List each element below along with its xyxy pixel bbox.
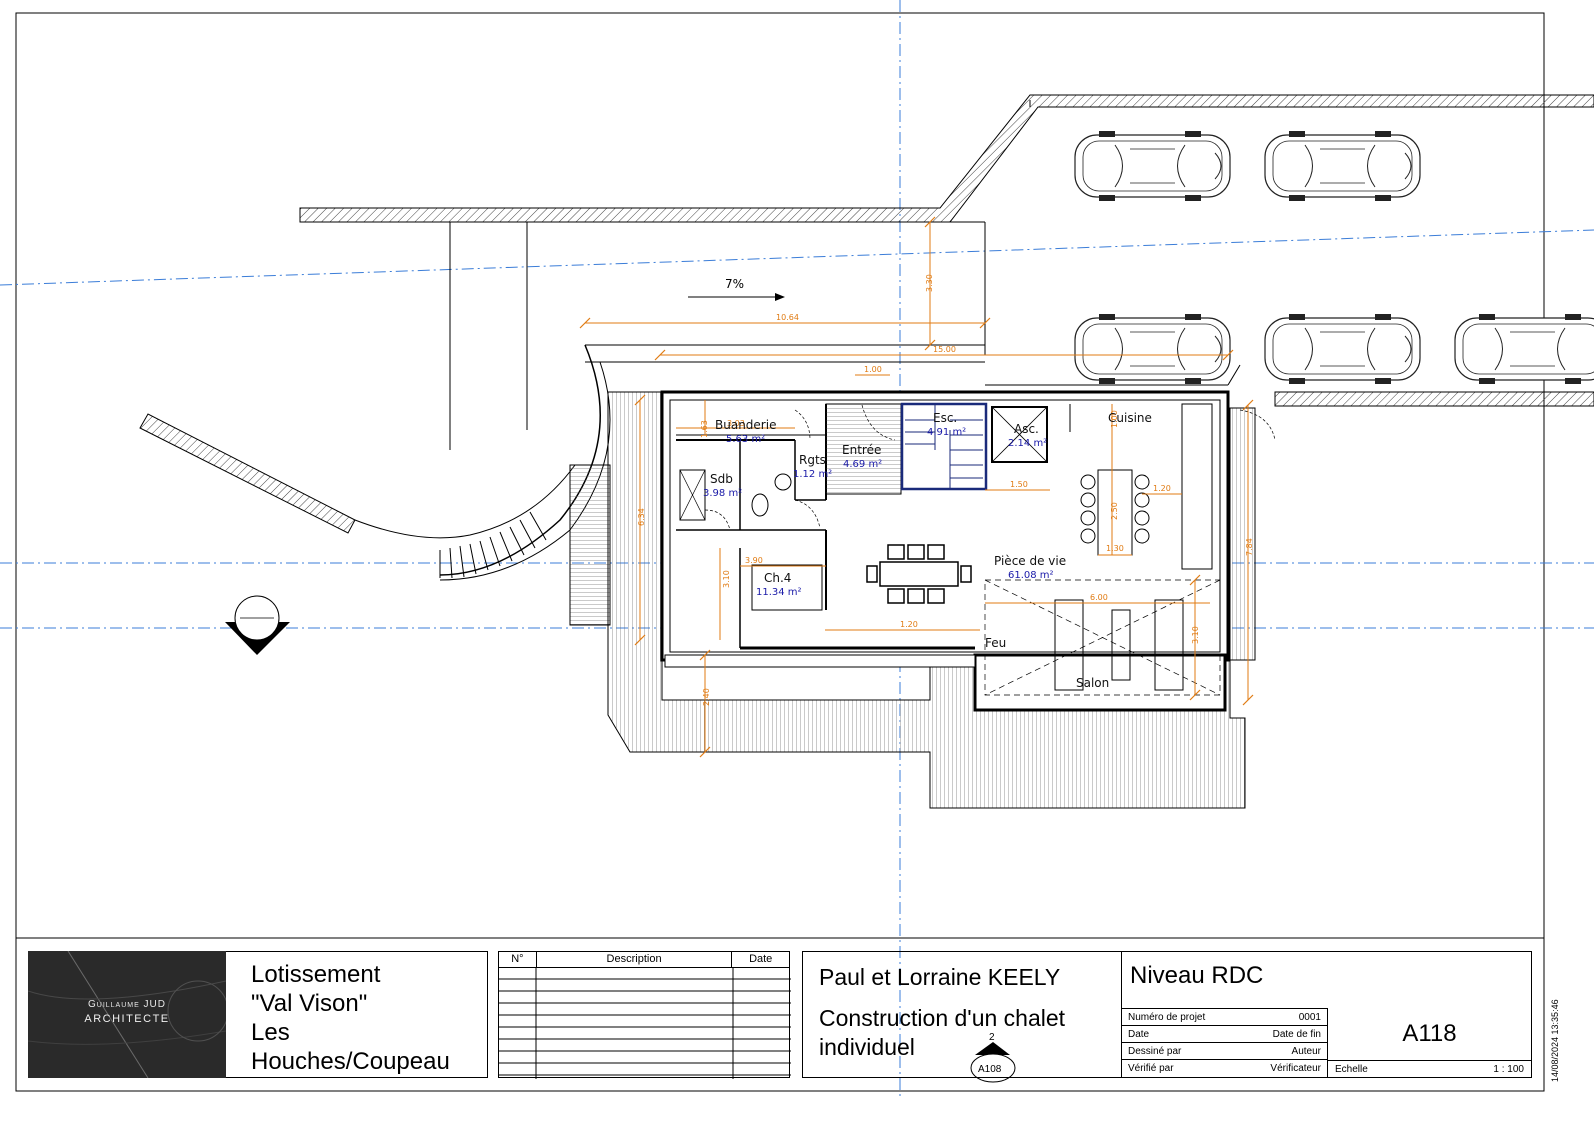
revision-table: N° Description Date [498, 951, 791, 1079]
dim-label: 1.30 [1106, 544, 1124, 553]
sheet-fields: Numéro de projet 0001 Date Date de fin Des… [1122, 1008, 1328, 1077]
room-name: Esc. [933, 411, 957, 425]
room-name: Ch.4 [764, 571, 791, 585]
field-row: Vérifié par Vérificateur [1122, 1060, 1327, 1077]
dim-label: 3.03 [727, 419, 745, 428]
dimension-labels: 10.64 15.00 3.30 1.00 1.63 3.03 6.34 3.9… [637, 274, 1254, 706]
section-marker-left [225, 595, 290, 655]
project-description: Construction d'un chalet individuel [819, 1005, 1066, 1060]
sheet-number: A118 [1327, 1008, 1532, 1061]
project-line: Houches/Coupeau [251, 1048, 450, 1075]
room-area: 61.08 m² [1008, 570, 1054, 581]
scale-row: Echelle 1 : 100 [1327, 1060, 1532, 1079]
dim-label: 3.10 [1191, 626, 1200, 644]
room-area: 2.14 m² [1008, 438, 1047, 449]
room-area: 1.12 m² [793, 469, 832, 480]
room-area: 3.98 m² [703, 488, 742, 499]
project-line: Lotissement [251, 961, 381, 988]
dim-label: 3.10 [722, 570, 731, 588]
field-row: Date Date de fin [1122, 1026, 1327, 1043]
wood-texture-icon [28, 951, 226, 1078]
room-name: Buanderie [715, 418, 776, 432]
slope-arrow: 7% [688, 277, 785, 301]
dim-label: 3.30 [925, 274, 934, 292]
rev-col-description: Description [537, 952, 733, 967]
dim-label: 15.00 [933, 345, 956, 354]
dim-label: 1.20 [900, 620, 918, 629]
room-area: 5.63 m² [726, 434, 765, 445]
room-area: 4.69 m² [843, 459, 882, 470]
room-name: Feu [985, 636, 1006, 650]
project-line: "Val Vison" [251, 990, 368, 1017]
field-row: Numéro de projet 0001 [1122, 1009, 1327, 1026]
sheet-title: Niveau RDC [1130, 962, 1264, 989]
project-line: Les [251, 1019, 290, 1046]
room-labels: Buanderie 5.63 m² Entrée 4.69 m² Esc. 4.… [703, 411, 1152, 690]
room-name: Sdb [710, 472, 733, 486]
dim-label: 7.84 [1245, 538, 1254, 556]
revision-rows [499, 967, 791, 1079]
field-label: Dessiné par [1128, 1046, 1182, 1057]
dim-label: 1.00 [1110, 410, 1119, 428]
field-value: Date de fin [1272, 1029, 1321, 1040]
scale-label: Echelle [1335, 1064, 1368, 1075]
parked-cars [1074, 130, 1594, 385]
dim-label: 6.00 [1090, 593, 1108, 602]
dim-label: 2.40 [702, 688, 711, 706]
field-label: Date [1128, 1029, 1150, 1040]
section-marker-bottom: 2 A108 [970, 1032, 1016, 1083]
field-value: Auteur [1291, 1046, 1321, 1057]
room-area: 11.34 m² [756, 587, 802, 598]
room-name: Rgts [799, 453, 826, 467]
architect-logo: Guillaume JUD ARCHITECTE [28, 951, 226, 1078]
dim-label: 2.50 [1110, 502, 1119, 520]
dim-label: 10.64 [776, 313, 799, 322]
client-name: Paul et Lorraine KEELY [819, 964, 1061, 990]
field-label: Vérifié par [1128, 1063, 1174, 1074]
dim-label: 1.20 [1153, 484, 1171, 493]
room-name: Entrée [842, 443, 881, 457]
revision-header: N° Description Date [499, 952, 789, 968]
room-name: Salon [1076, 676, 1109, 690]
dim-label: 1.50 [1010, 480, 1028, 489]
room-name: Asc. [1014, 422, 1039, 436]
slope-label: 7% [725, 277, 744, 291]
field-row: Dessiné par Auteur [1122, 1043, 1327, 1060]
project-location: Lotissement "Val Vison" Les Houches/Coup… [226, 951, 488, 1078]
retaining-wall [139, 94, 1594, 534]
dim-label: 6.34 [637, 508, 646, 526]
dim-label: 1.00 [864, 365, 882, 374]
section-sheet: A108 [978, 1064, 1002, 1075]
rev-col-number: N° [499, 952, 537, 967]
scale-value: 1 : 100 [1493, 1064, 1524, 1075]
room-name: Cuisine [1108, 411, 1152, 425]
dimension-ticks [579, 216, 1254, 758]
architect-name: Guillaume JUD [87, 999, 166, 1010]
field-value: 0001 [1298, 1012, 1321, 1023]
dim-label: 1.63 [700, 420, 709, 438]
rev-col-date: Date [749, 953, 773, 965]
dim-label: 3.90 [745, 556, 763, 565]
section-number: 2 [989, 1032, 995, 1043]
room-area: 4.91 m² [927, 427, 966, 438]
room-name: Pièce de vie [994, 554, 1066, 568]
client-info: Paul et Lorraine KEELY Construction d'un… [802, 951, 1122, 1078]
dimension-lines [585, 222, 1249, 752]
field-label: Numéro de projet [1128, 1012, 1206, 1023]
architect-title: ARCHITECTE [84, 1013, 170, 1025]
house-walls [660, 364, 1276, 712]
field-value: Vérificateur [1270, 1063, 1321, 1074]
print-timestamp: 14/08/2024 13:35:46 [1550, 999, 1560, 1082]
